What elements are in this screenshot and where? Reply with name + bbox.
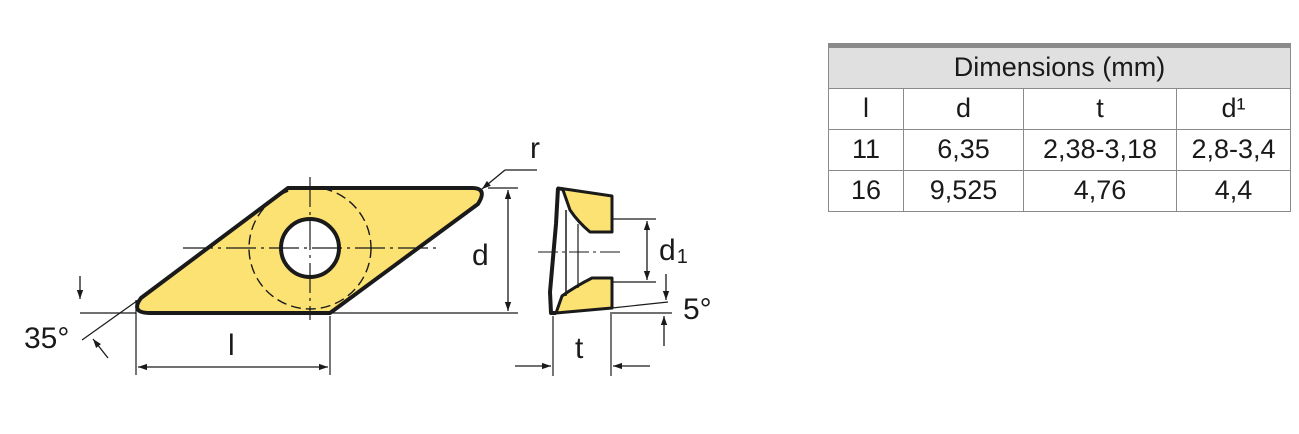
angle-35-annotation: 35° <box>24 276 142 359</box>
t-dimension: t <box>515 312 650 376</box>
radius-annotation: r <box>481 132 540 190</box>
column-header-t: t <box>1023 88 1177 130</box>
cell-t: 2,38-3,18 <box>1023 129 1177 171</box>
cell-t: 4,76 <box>1023 170 1177 212</box>
cell-l: 11 <box>828 129 904 171</box>
column-header-d1: d¹ <box>1176 88 1291 130</box>
table-title: Dimensions (mm) <box>828 45 1291 89</box>
cell-d1: 4,4 <box>1176 170 1291 212</box>
insert-top-view <box>135 177 484 320</box>
t-dimension-label: t <box>575 332 584 365</box>
radius-label: r <box>530 132 540 165</box>
angle-5-annotation: 5° <box>611 274 712 346</box>
l-dimension-label: l <box>228 329 235 362</box>
d-dimension-label: d <box>472 239 489 272</box>
side-outline <box>548 187 560 315</box>
cell-l: 16 <box>828 170 904 212</box>
d-dimension: d <box>333 187 518 314</box>
cell-d: 9,525 <box>903 170 1024 212</box>
insert-side-view <box>538 186 622 315</box>
column-header-d: d <box>903 88 1024 130</box>
d1-dimension: d1 <box>612 218 688 283</box>
table-row: 11 6,35 2,38-3,18 2,8-3,4 <box>828 129 1291 171</box>
side-body-upper <box>556 186 614 234</box>
d1-dimension-label: d1 <box>659 234 688 268</box>
cell-d1: 2,8-3,4 <box>1176 129 1291 171</box>
angle-5-label: 5° <box>683 293 712 326</box>
table-row: 16 9,525 4,76 4,4 <box>828 170 1291 212</box>
column-header-l: l <box>828 88 904 130</box>
side-body-lower <box>554 276 614 315</box>
cell-d: 6,35 <box>903 129 1024 171</box>
angle-35-label: 35° <box>24 322 69 355</box>
dimensions-table: Dimensions (mm) l d t d¹ 11 6,35 2,38-3,… <box>828 43 1291 212</box>
table-header-row: l d t d¹ <box>828 88 1291 130</box>
